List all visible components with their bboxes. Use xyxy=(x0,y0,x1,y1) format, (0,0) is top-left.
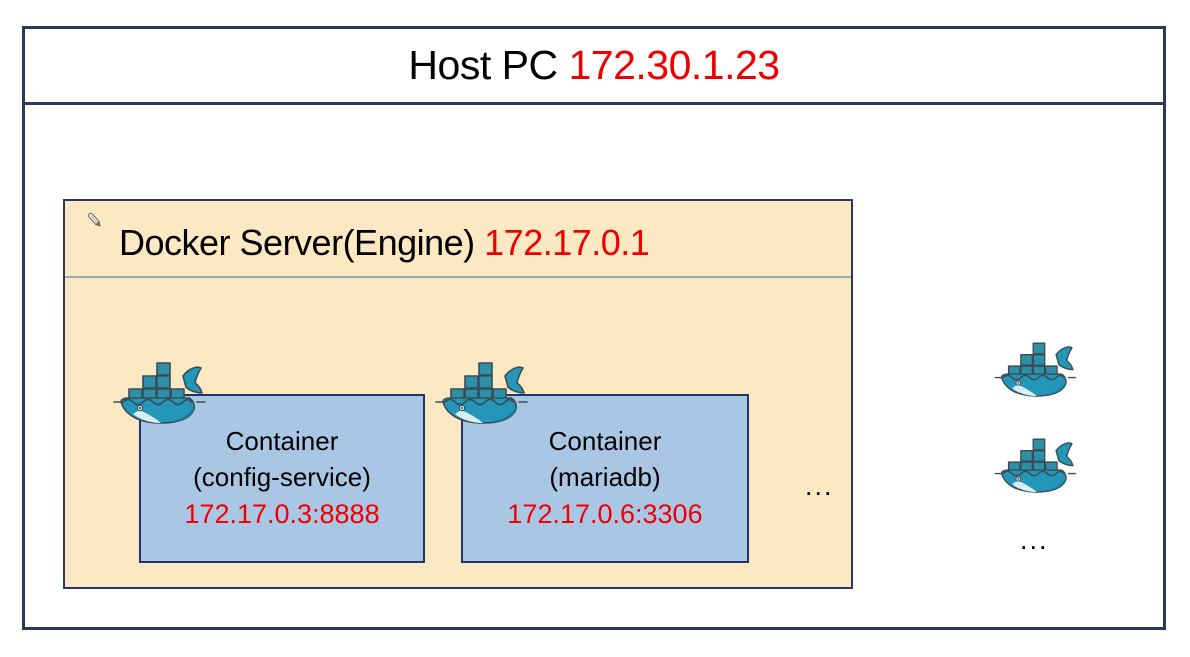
host-pc-ip: 172.30.1.23 xyxy=(568,42,780,88)
host-pc-title: Host PC 172.30.1.23 xyxy=(408,42,780,88)
host-pc-frame: Host PC 172.30.1.23 Docker Server(Engine… xyxy=(22,26,1166,630)
docker-whale-icon xyxy=(991,337,1079,397)
container-label-line2: (config-service) xyxy=(193,462,371,492)
more-containers-ellipsis: ... xyxy=(805,471,834,501)
container-box-config-service[interactable]: Container (config-service) 172.17.0.3:88… xyxy=(139,394,425,563)
host-pc-title-bar: Host PC 172.30.1.23 xyxy=(25,29,1163,105)
docker-server-box: Docker Server(Engine) 172.17.0.1 Contain… xyxy=(63,199,853,589)
docker-server-label: Docker Server(Engine) xyxy=(119,221,475,263)
docker-server-title: Docker Server(Engine) 172.17.0.1 xyxy=(119,221,650,263)
container-ip: 172.17.0.6:3306 xyxy=(507,498,703,529)
host-pc-label: Host PC xyxy=(408,42,558,88)
docker-server-ip: 172.17.0.1 xyxy=(484,221,650,263)
docker-whale-icon xyxy=(431,356,531,424)
docker-server-title-bar: Docker Server(Engine) 172.17.0.1 xyxy=(65,201,851,278)
pen-icon xyxy=(85,208,107,230)
container-label-line1: Container xyxy=(225,426,339,457)
docker-whale-icon xyxy=(109,356,209,424)
docker-whale-icon xyxy=(991,433,1079,493)
container-label-line1: Container xyxy=(548,426,662,457)
container-label-line2: (mariadb) xyxy=(549,462,661,492)
more-whales-ellipsis: ... xyxy=(1020,525,1049,555)
container-box-mariadb[interactable]: Container (mariadb) 172.17.0.6:3306 xyxy=(461,394,749,563)
container-ip: 172.17.0.3:8888 xyxy=(184,498,380,529)
